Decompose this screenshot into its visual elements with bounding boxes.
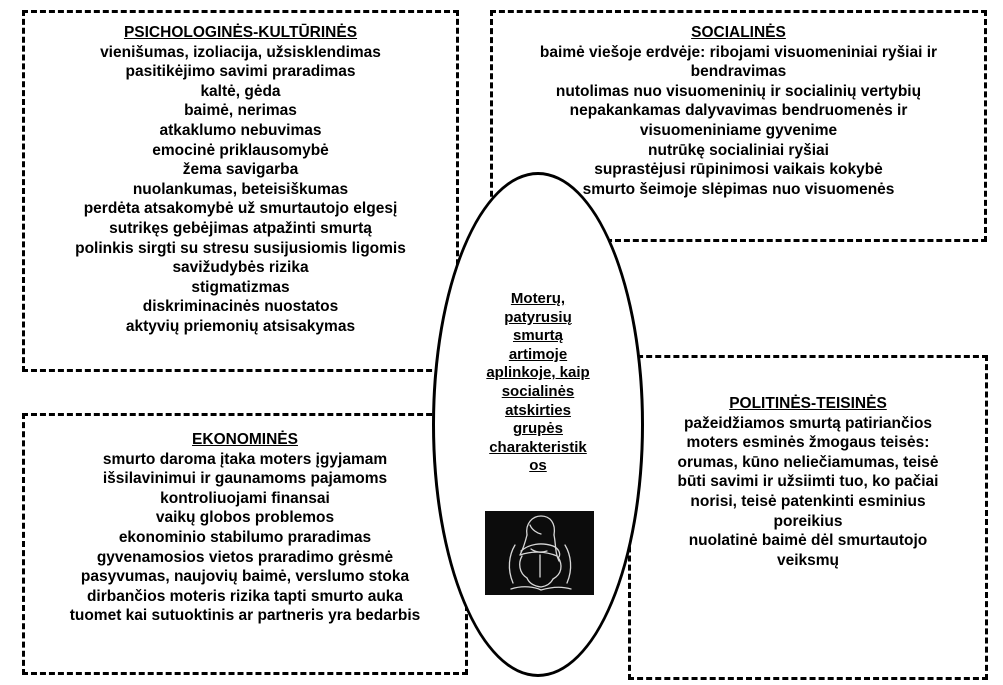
center-line: smurtą bbox=[512, 327, 564, 345]
psych-line: emocinė priklausomybė bbox=[152, 141, 329, 159]
center-line: patyrusių bbox=[504, 308, 572, 326]
center-line: charakteristik bbox=[489, 438, 587, 456]
political-legal-title: POLITINĖS-TEISINĖS bbox=[729, 395, 887, 412]
psych-line: sutrikęs gebėjimas atpažinti smurtą bbox=[109, 219, 372, 237]
soc-line: nutolimas nuo visuomeninių ir socialinių… bbox=[555, 82, 922, 100]
soc-line: suprastėjusi rūpinimosi vaikais kokybė bbox=[594, 161, 883, 179]
pol-line: būti savimi ir užsiimti tuo, ko pačiai bbox=[677, 473, 939, 491]
center-line: atskirties bbox=[505, 401, 571, 419]
political-legal-box: POLITINĖS-TEISINĖS pažeidžiamos smurtą p… bbox=[628, 355, 988, 680]
psych-line: diskriminacinės nuostatos bbox=[142, 298, 339, 316]
ekon-line: ekonominio stabilumo praradimas bbox=[118, 528, 372, 546]
ekon-line: vaikų globos problemos bbox=[155, 509, 335, 527]
psych-line: atkaklumo nebuvimas bbox=[159, 121, 322, 139]
psych-line: žema savigarba bbox=[182, 161, 299, 179]
center-line: Moterų, bbox=[510, 290, 566, 307]
soc-line: visuomeniniame gyvenime bbox=[639, 121, 838, 139]
center-line: artimoje bbox=[508, 345, 568, 363]
soc-line: baimė viešoje erdvėje: ribojami visuomen… bbox=[539, 43, 938, 61]
pol-line: nuolatinė baimė dėl smurtautojo bbox=[688, 532, 928, 550]
psychological-cultural-title: PSICHOLOGINĖS-KULTŪRINĖS bbox=[123, 24, 358, 41]
ekon-line: smurto daroma įtaka moters įgyjamam bbox=[102, 450, 388, 468]
economic-title: EKONOMINĖS bbox=[192, 431, 298, 448]
ekon-line: išsilavinimui ir gaunamoms pajamoms bbox=[102, 470, 388, 488]
social-title: SOCIALINĖS bbox=[691, 24, 786, 41]
economic-box: EKONOMINĖS smurto daroma įtaka moters įg… bbox=[22, 413, 468, 675]
ekon-line: pasyvumas, naujovių baimė, verslumo stok… bbox=[80, 568, 410, 586]
pol-line: veiksmų bbox=[776, 551, 840, 569]
soc-line: smurto šeimoje slėpimas nuo visuomenės bbox=[582, 180, 895, 198]
soc-line: bendravimas bbox=[690, 63, 787, 81]
ekon-line: kontroliuojami finansai bbox=[160, 489, 330, 507]
psych-line: pasitikėjimo savimi praradimas bbox=[125, 63, 356, 81]
psych-line: kaltė, gėda bbox=[200, 82, 281, 100]
psych-line: savižudybės rizika bbox=[172, 259, 309, 277]
psych-line: nuolankumas, beteisiškumas bbox=[132, 180, 349, 198]
psych-line: stigmatizmas bbox=[191, 278, 290, 296]
pol-line: norisi, teisė patenkinti esminius bbox=[690, 492, 926, 510]
psychological-cultural-box: PSICHOLOGINĖS-KULTŪRINĖS vienišumas, izo… bbox=[22, 10, 459, 372]
center-title: Moterų, patyrusių smurtą artimoje aplink… bbox=[466, 290, 610, 476]
psych-line: aktyvių priemonių atsisakymas bbox=[125, 317, 356, 335]
psych-line: baimė, nerimas bbox=[184, 102, 297, 120]
pol-line: moters esminės žmogaus teisės: bbox=[686, 434, 930, 452]
ekon-line: tuomet kai sutuoktinis ar partneris yra … bbox=[69, 607, 421, 625]
soc-line: nutrūkę socialiniai ryšiai bbox=[648, 141, 829, 159]
ekon-line: dirbančios moteris rizika tapti smurto a… bbox=[86, 587, 404, 605]
pol-line: pažeidžiamos smurtą patiriančios bbox=[683, 414, 933, 432]
sitting-woman-hugging-knees-icon bbox=[485, 511, 594, 595]
pol-line: orumas, kūno neliečiamumas, teisė bbox=[677, 453, 939, 471]
center-line: aplinkoje, kaip bbox=[486, 364, 590, 382]
pol-line: poreikius bbox=[773, 512, 843, 530]
psych-line: vienišumas, izoliacija, užsisklendimas bbox=[100, 43, 381, 61]
soc-line: nepakankamas dalyvavimas bendruomenės ir bbox=[569, 102, 908, 120]
center-line: socialinės bbox=[501, 382, 575, 400]
center-line: os bbox=[529, 457, 547, 475]
psych-line: perdėta atsakomybė už smurtautojo elgesį bbox=[83, 200, 398, 218]
psych-line: polinkis sirgti su stresu susijusiomis l… bbox=[75, 239, 406, 257]
center-line: grupės bbox=[512, 420, 563, 438]
ekon-line: gyvenamosios vietos praradimo grėsmė bbox=[96, 548, 394, 566]
